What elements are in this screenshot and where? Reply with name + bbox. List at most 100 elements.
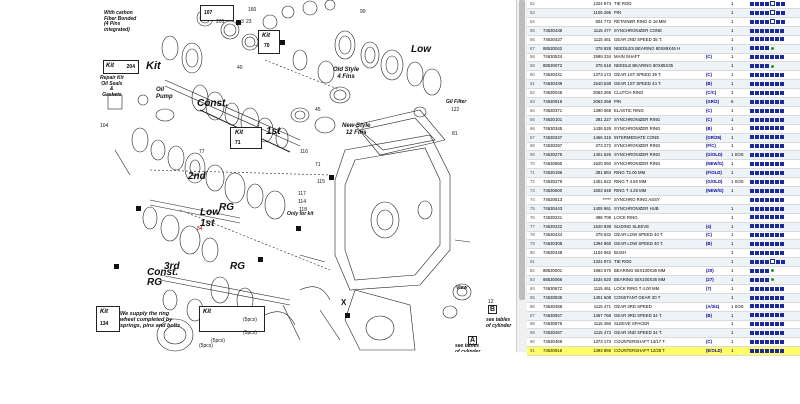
reference-number: 1115 473 [593, 330, 611, 336]
availability-square-icon [770, 81, 774, 86]
availability-square-icon [765, 28, 769, 33]
availability-square-icon [755, 286, 759, 291]
availability-markers [750, 276, 798, 284]
availability-square-icon [760, 340, 764, 345]
reference-number: 504 772 [595, 18, 611, 24]
diagram-scrollbar[interactable] [516, 0, 527, 352]
availability-square-icon [780, 233, 784, 238]
label-old-style: Old Style 4 Fins [333, 67, 360, 80]
kit-box-70-num: 70 [264, 43, 270, 49]
diagram-scrollbar-thumb[interactable] [519, 0, 525, 300]
availability-square-icon [780, 144, 784, 149]
part-code: 74630308 [543, 241, 563, 247]
row-number: 52 [530, 1, 535, 6]
availability-square-icon [765, 197, 769, 202]
availability-square-icon [775, 99, 779, 104]
availability-square-icon [780, 90, 784, 95]
availability-square-icon [755, 224, 759, 229]
part-description: SYNCHRONIZER RING [614, 116, 661, 122]
group-code: (C) [706, 72, 712, 78]
availability-square-icon [775, 242, 779, 247]
part-description: GEAR 1ST SPEED 39 T. [614, 72, 662, 78]
group-code: (F/C) [706, 143, 716, 149]
label-const-1: Const. [197, 98, 229, 109]
part-code: 74630101 [543, 116, 563, 122]
availability-markers [750, 223, 798, 231]
availability-square-icon [760, 304, 764, 309]
availability-square-icon [765, 126, 769, 131]
availability-square-icon [775, 188, 779, 193]
availability-square-icon [770, 144, 774, 149]
availability-square-icon [760, 322, 764, 327]
availability-square-icon [760, 215, 764, 220]
part-code: 74630835 [543, 294, 563, 300]
reference-number: 1401 622 [593, 179, 611, 184]
part-description: SLIDING SLEEVE [614, 223, 650, 229]
quantity: 6 [731, 98, 734, 104]
availability-square-icon [775, 197, 779, 202]
kit-box-70-label: Kit [262, 33, 270, 39]
callout-81: 81 [452, 131, 458, 137]
part-description: PIN [614, 9, 622, 15]
availability-square-icon [750, 10, 754, 15]
availability-square-icon [765, 268, 769, 273]
availability-square-icon [760, 90, 764, 95]
availability-square-icon [755, 1, 759, 6]
exploded-parts-diagram[interactable]: With carbon Fiber Bonded (4 Pins integra… [0, 0, 515, 352]
part-code: 74630524 [543, 54, 563, 60]
availability-square-icon [765, 331, 769, 336]
kit-box-71-num: 71 [235, 140, 241, 146]
availability-square-icon [780, 304, 784, 309]
availability-square-icon [755, 313, 759, 318]
availability-square-icon [760, 348, 764, 353]
part-description: ELASTIC RING [614, 107, 644, 113]
part-description: PIN [614, 98, 622, 104]
availability-square-icon [760, 188, 764, 193]
availability-square-icon [755, 10, 759, 15]
availability-square-icon [780, 322, 784, 327]
availability-square-icon [780, 224, 784, 229]
availability-square-icon [775, 295, 779, 300]
